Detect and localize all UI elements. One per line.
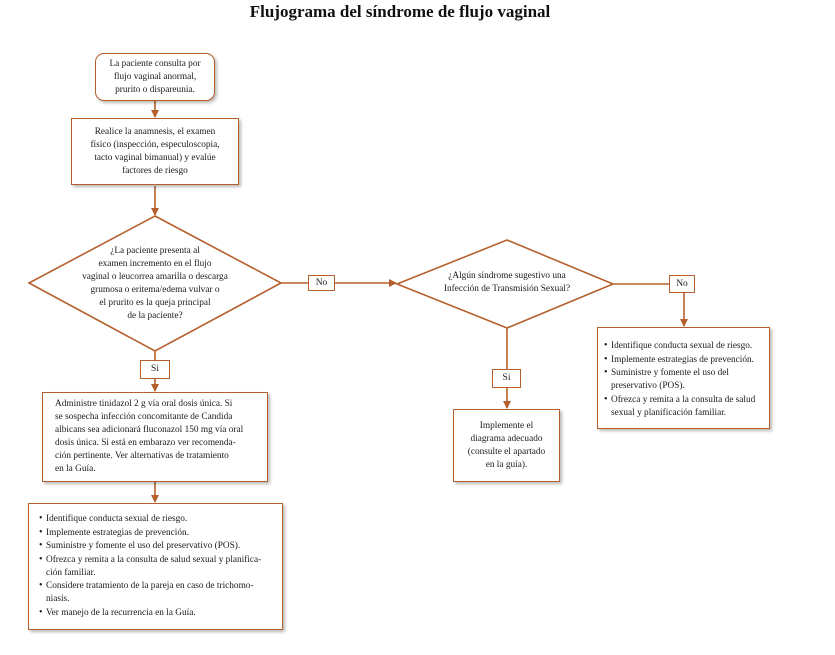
label-si-decision-1: Si bbox=[140, 360, 170, 379]
start-box-text: La paciente consulta por flujo vaginal a… bbox=[109, 58, 201, 95]
treatment-box: Administre tinidazol 2 g vía oral dosis … bbox=[42, 392, 268, 482]
decision-1-shape bbox=[27, 215, 283, 352]
decision-2-text: ¿Algún síndrome sugestivo una Infección … bbox=[443, 271, 571, 294]
treatment-box-text: Administre tinidazol 2 g vía oral dosis … bbox=[55, 399, 244, 474]
start-box: La paciente consulta por flujo vaginal a… bbox=[95, 53, 215, 101]
bullet-item: Identifique conducta sexual de riesgo. bbox=[604, 339, 769, 353]
implement-box-text: Implemente el diagrama adecuado (consult… bbox=[467, 420, 546, 470]
assessment-box: Realice la anamnesis, el examen físico (… bbox=[71, 118, 239, 185]
assessment-box-text: Realice la anamnesis, el examen físico (… bbox=[90, 126, 220, 176]
page-title: Flujograma del síndrome de flujo vaginal bbox=[249, 2, 551, 21]
bullet-item: Suministre y fomente el uso del preserva… bbox=[604, 366, 769, 393]
decision-2-shape bbox=[394, 239, 616, 329]
prevention-list-left: Identifique conducta sexual de riesgo.Im… bbox=[33, 512, 282, 620]
bullet-item: Implemente estrategias de prevención. bbox=[39, 526, 282, 540]
bullet-item: Implemente estrategias de prevención. bbox=[604, 353, 769, 367]
bullet-item: Suministre y fomente el uso del preserva… bbox=[39, 539, 282, 553]
label-no-decision-1: No bbox=[308, 275, 335, 291]
bullet-item: Considere tratamiento de la pareja en ca… bbox=[39, 579, 282, 606]
bullet-item: Ofrezca y remita a la consulta de salud … bbox=[604, 393, 769, 420]
prevention-list-right: Identifique conducta sexual de riesgo.Im… bbox=[598, 339, 769, 420]
prevention-box-right: Identifique conducta sexual de riesgo.Im… bbox=[597, 327, 770, 429]
prevention-box-left: Identifique conducta sexual de riesgo.Im… bbox=[28, 503, 283, 630]
label-si-decision-2: Si bbox=[492, 369, 521, 388]
decision-1-text: ¿La paciente presenta al examen incremen… bbox=[82, 246, 228, 321]
implement-box: Implemente el diagrama adecuado (consult… bbox=[453, 409, 560, 482]
label-no-decision-2: No bbox=[669, 275, 695, 293]
bullet-item: Identifique conducta sexual de riesgo. bbox=[39, 512, 282, 526]
bullet-item: Ver manejo de la recurrencia en la Guía. bbox=[39, 606, 282, 620]
bullet-item: Ofrezca y remita a la consulta de salud … bbox=[39, 553, 282, 580]
